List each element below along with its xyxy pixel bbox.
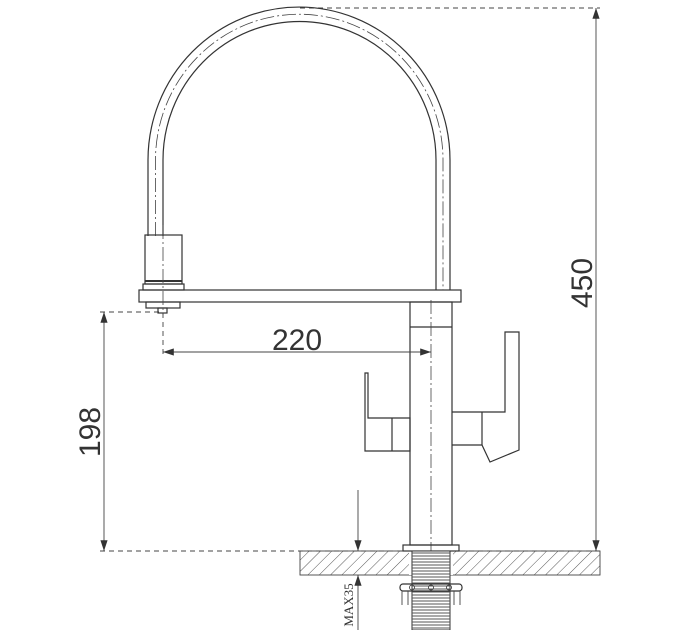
dimension-total-height: 450	[566, 8, 600, 551]
mounting-shank	[399, 544, 463, 630]
dimension-spout-height: 198	[74, 312, 108, 551]
spout-reach-label: 220	[272, 324, 322, 357]
dimension-spout-reach: 220	[163, 324, 431, 357]
spout-arch	[147, 6, 451, 290]
right-handle	[452, 331, 520, 463]
counter-thickness-label: MAX35	[341, 583, 356, 626]
left-handle	[364, 372, 411, 452]
dimension-counter-thickness: MAX35	[341, 490, 362, 630]
extension-lines	[100, 7, 600, 552]
spout-height-label: 198	[74, 407, 107, 457]
total-height-label: 450	[566, 258, 599, 308]
hose-coupling	[142, 234, 185, 291]
faucet-body	[409, 300, 453, 560]
nozzle	[145, 225, 181, 315]
spout-bar	[138, 289, 462, 303]
